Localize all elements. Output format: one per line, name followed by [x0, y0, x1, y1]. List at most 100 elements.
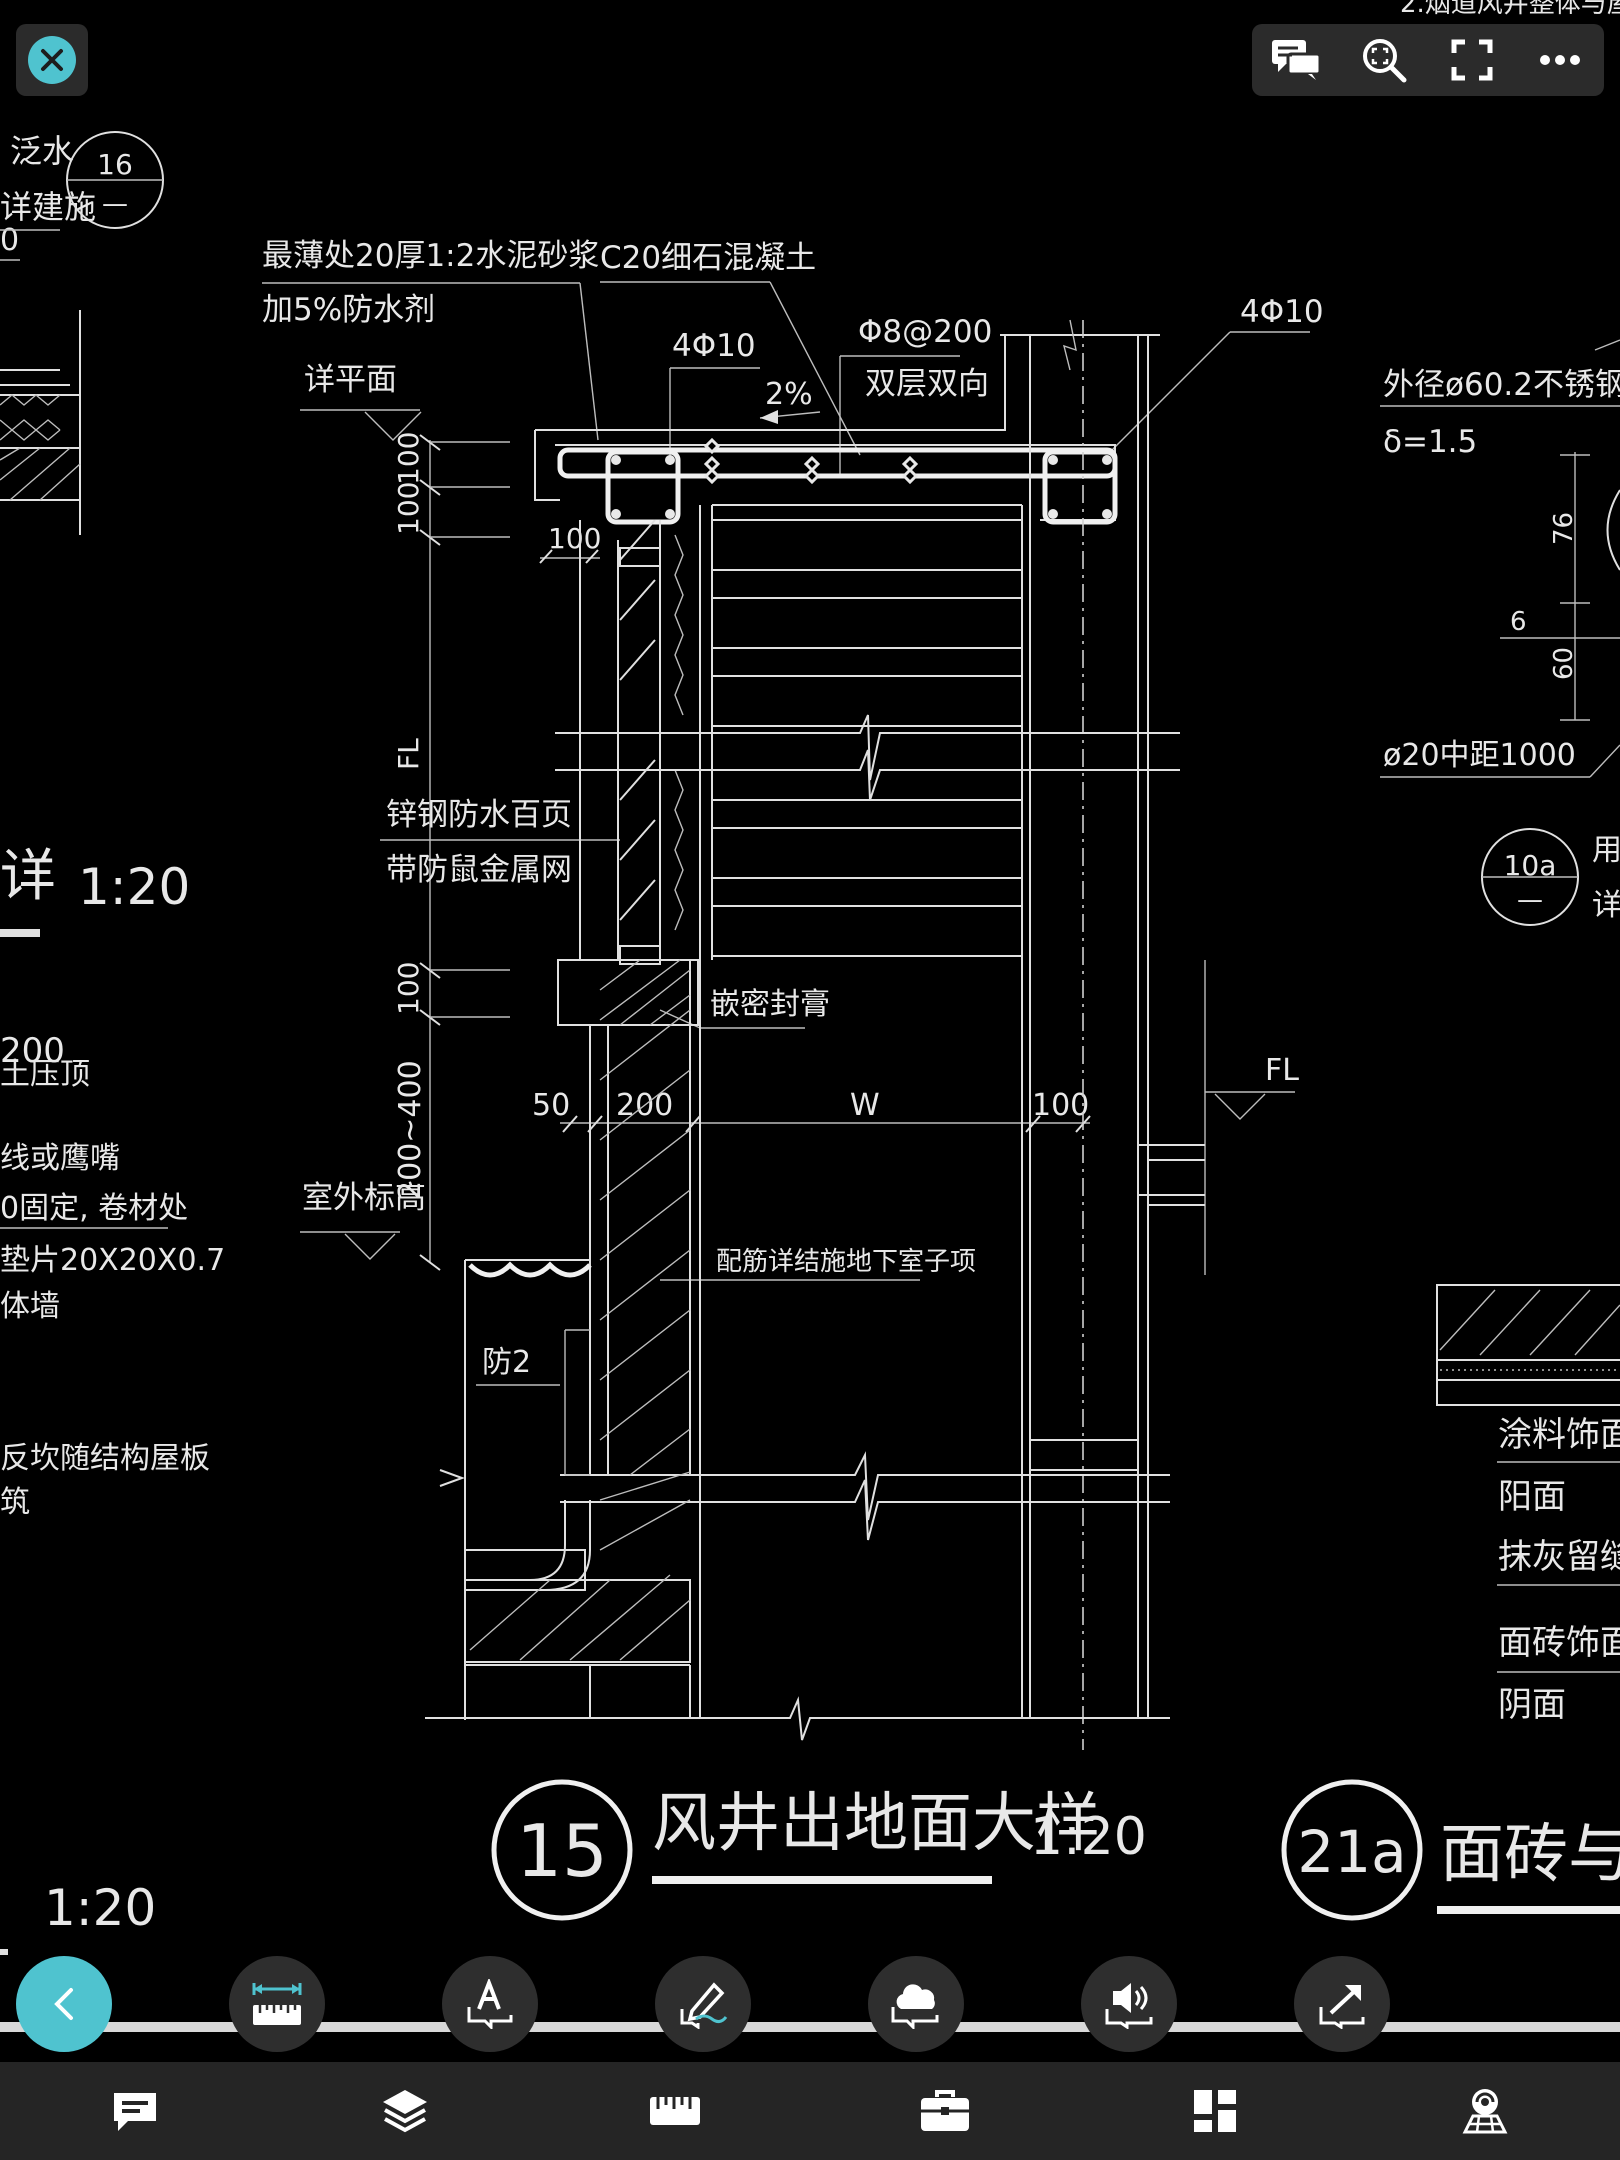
text-annotation-button[interactable] [442, 1956, 538, 2052]
model-viewer-icon [1462, 2089, 1508, 2134]
pen-icon [680, 1982, 728, 2029]
label-outdoor: 室外标高 [302, 1180, 426, 1216]
left-scale-1: 1:20 [78, 858, 190, 916]
detail-title: 风井出地面大样 [652, 1787, 1100, 1861]
detail-number-2: 21a [1297, 1818, 1406, 1886]
ruler-icon [650, 2097, 700, 2125]
detail-title-block: 15 风井出地面大样 1:20 21a 面砖与涂 [491, 1779, 1620, 1921]
dim-200-400: 200~400 [393, 1060, 428, 1200]
cloud-markup-button[interactable] [868, 1956, 964, 2052]
left-text-200: 200 [0, 1031, 65, 1071]
detail-number-circle-2 [1281, 1779, 1423, 1921]
left-text-6: 0固定, 卷材处 [0, 1191, 188, 1226]
left-circle-number: 16 [97, 148, 133, 181]
chat-icon [114, 2093, 156, 2131]
chevron-left-icon [54, 1988, 73, 2020]
ruler-measure-icon [252, 1983, 302, 2025]
freehand-draw-button[interactable] [655, 1956, 751, 2052]
arrow-annotation-button[interactable] [1294, 1956, 1390, 2052]
left-circle-sub: — [102, 189, 128, 219]
label-mortar-1: 最薄处20厚1:2水泥砂浆 [262, 238, 599, 274]
label-rebar-mesh-2: 双层双向 [865, 366, 989, 402]
nav-toolbox[interactable] [905, 2071, 985, 2151]
nav-layers[interactable] [365, 2071, 445, 2151]
annotation-track [0, 2022, 1620, 2032]
left-text-9: 反坎随结构屋板 [0, 1441, 210, 1476]
right-rod-label: ø20中距1000 [1383, 738, 1576, 773]
fullscreen-icon [1451, 39, 1493, 81]
speaker-annotation-icon [1105, 1983, 1153, 2029]
nav-comments[interactable] [95, 2071, 175, 2151]
label-slope: 2% [765, 377, 813, 412]
right-circle-number: 10a [1504, 849, 1557, 882]
comments-button[interactable] [1266, 30, 1326, 90]
text-annotation-icon [467, 1979, 513, 2029]
nav-layout[interactable] [1175, 2071, 1255, 2151]
label-fl-right: FL [1265, 1053, 1299, 1088]
nav-measure[interactable] [635, 2071, 715, 2151]
left-text-2: 详建施 [0, 188, 96, 226]
label-sealant: 嵌密封膏 [710, 987, 830, 1022]
right-delta-label: δ=1.5 [1383, 424, 1477, 460]
right-text-tile: 面砖饰面 [1498, 1623, 1620, 1663]
comment-icon [1272, 40, 1322, 80]
collapse-tools-button[interactable] [16, 1956, 112, 2052]
voice-annotation-button[interactable] [1081, 1956, 1177, 2052]
label-rebar-mesh: Φ8@200 [858, 314, 992, 350]
zoom-fit-icon [1363, 39, 1407, 83]
left-text-10: 筑 [0, 1485, 30, 1520]
right-text-coating: 涂料饰面 [1498, 1415, 1620, 1455]
zoom-fit-button[interactable] [1354, 30, 1414, 90]
left-text-4: 土压顶 [0, 1057, 90, 1092]
layers-icon [383, 2090, 427, 2133]
nav-3d-view[interactable] [1445, 2071, 1525, 2151]
left-scale-2: 1:20 [44, 1879, 156, 1937]
dim-100-c: 100 [548, 522, 601, 555]
dim-100-e: 100 [1032, 1088, 1089, 1123]
left-partial-detail: 泛水 详建施 0 16 — 详 1:20 200 土压顶 线或鹰嘴 0固定, 卷… [0, 131, 225, 1955]
label-mortar-2: 加5%防水剂 [262, 292, 435, 328]
label-louver-1: 锌钢防水百页 [386, 797, 572, 833]
bottom-navigation-bar [0, 2062, 1620, 2160]
label-rebar-right: 4Φ10 [1240, 294, 1324, 330]
dim-100-b: 100 [392, 482, 425, 535]
measure-tool-button[interactable] [229, 1956, 325, 2052]
right-circle-sub: — [1517, 885, 1543, 915]
top-edge-note: 2.烟道风井整体与屋 [1400, 0, 1620, 19]
left-text-8: 体墙 [0, 1289, 60, 1324]
right-partial-detail: 外径ø60.2不锈钢管扶 δ=1.5 76 60 6 ø20中距1000 10a… [1380, 339, 1620, 1725]
left-text-7: 垫片20X20X0.7 [0, 1243, 225, 1278]
label-louver-2: 带防鼠金属网 [386, 852, 572, 888]
more-icon [1540, 55, 1580, 65]
grid-layout-icon [1194, 2090, 1236, 2132]
right-pipe-label: 外径ø60.2不锈钢管扶 [1383, 367, 1620, 403]
label-reinforcement: 配筋详结施地下室子项 [716, 1247, 976, 1277]
more-options-button[interactable] [1530, 30, 1590, 90]
right-dim-6: 6 [1510, 607, 1527, 637]
main-section-detail: 最薄处20厚1:2水泥砂浆 加5%防水剂 C20细石混凝土 4Φ10 Φ8@20… [262, 238, 1324, 1750]
dim-100-d: 100 [392, 962, 425, 1015]
dim-50: 50 [532, 1088, 570, 1123]
left-title-fragment: 详 [0, 844, 56, 909]
cloud-markup-icon [891, 1984, 939, 2029]
close-button[interactable] [28, 36, 76, 84]
close-button-container [16, 24, 88, 96]
right-text-r2: 详 [1592, 888, 1620, 923]
dim-fl: FL [392, 738, 425, 770]
detail-number-circle [491, 1779, 633, 1921]
fullscreen-button[interactable] [1442, 30, 1502, 90]
label-concrete: C20细石混凝土 [600, 240, 816, 276]
dim-w: W [850, 1088, 880, 1123]
dim-100-a: 100 [392, 432, 425, 485]
left-text-3: 0 [0, 223, 19, 258]
detail-scale: 1:20 [1030, 1807, 1147, 1867]
right-dim-76: 76 [1549, 512, 1579, 545]
label-plan-ref: 详平面 [304, 362, 397, 398]
top-toolbar [1252, 24, 1604, 96]
label-fang2: 防2 [482, 1345, 531, 1380]
detail-title-2: 面砖与涂 [1440, 1818, 1620, 1892]
left-text-1: 泛水 [10, 132, 74, 170]
close-icon [41, 49, 63, 71]
right-text-r1: 用 [1592, 833, 1620, 868]
